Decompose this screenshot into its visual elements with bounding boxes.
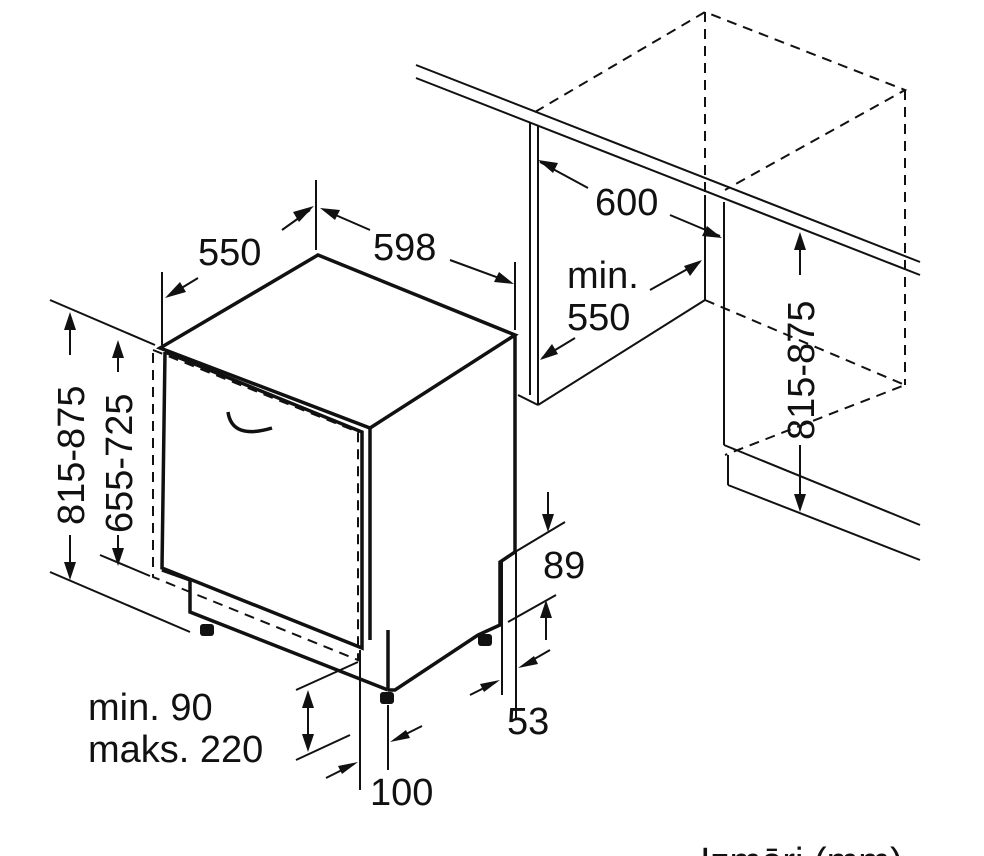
plinth-top-label: 89 [543,545,585,587]
dim-niche-depth [540,260,702,360]
niche-height-label: 815-875 [781,301,823,440]
plinth-min-label: min. 90 [88,687,213,729]
niche-cabinet [415,10,921,561]
niche-min-text: min. [567,255,639,297]
dim-niche-width [538,160,722,238]
width-label: 598 [373,227,436,269]
door-height-label: 655-725 [99,394,141,533]
door-outline-dashed [152,349,359,662]
dim-depth [161,180,317,345]
niche-width-label: 600 [595,182,658,224]
plinth-max-label: maks. 220 [88,729,263,771]
dishwasher-body [155,253,519,704]
dim-total-height [49,299,191,633]
plinth-side-label: 53 [507,701,549,743]
depth-label: 550 [198,232,261,274]
dim-door-height [99,340,151,577]
foot-offset-label: 100 [370,772,433,814]
dim-plinth-range [295,661,359,761]
dim-plinth-side [469,552,551,720]
niche-min-value: 550 [567,297,630,339]
dim-niche-height [794,232,806,512]
dim-foot-offset [325,650,423,790]
door-handle [226,411,273,434]
units-caption: Izmēri (mm) [700,841,903,856]
dim-width [320,208,516,330]
total-height-label: 815-875 [51,386,93,525]
